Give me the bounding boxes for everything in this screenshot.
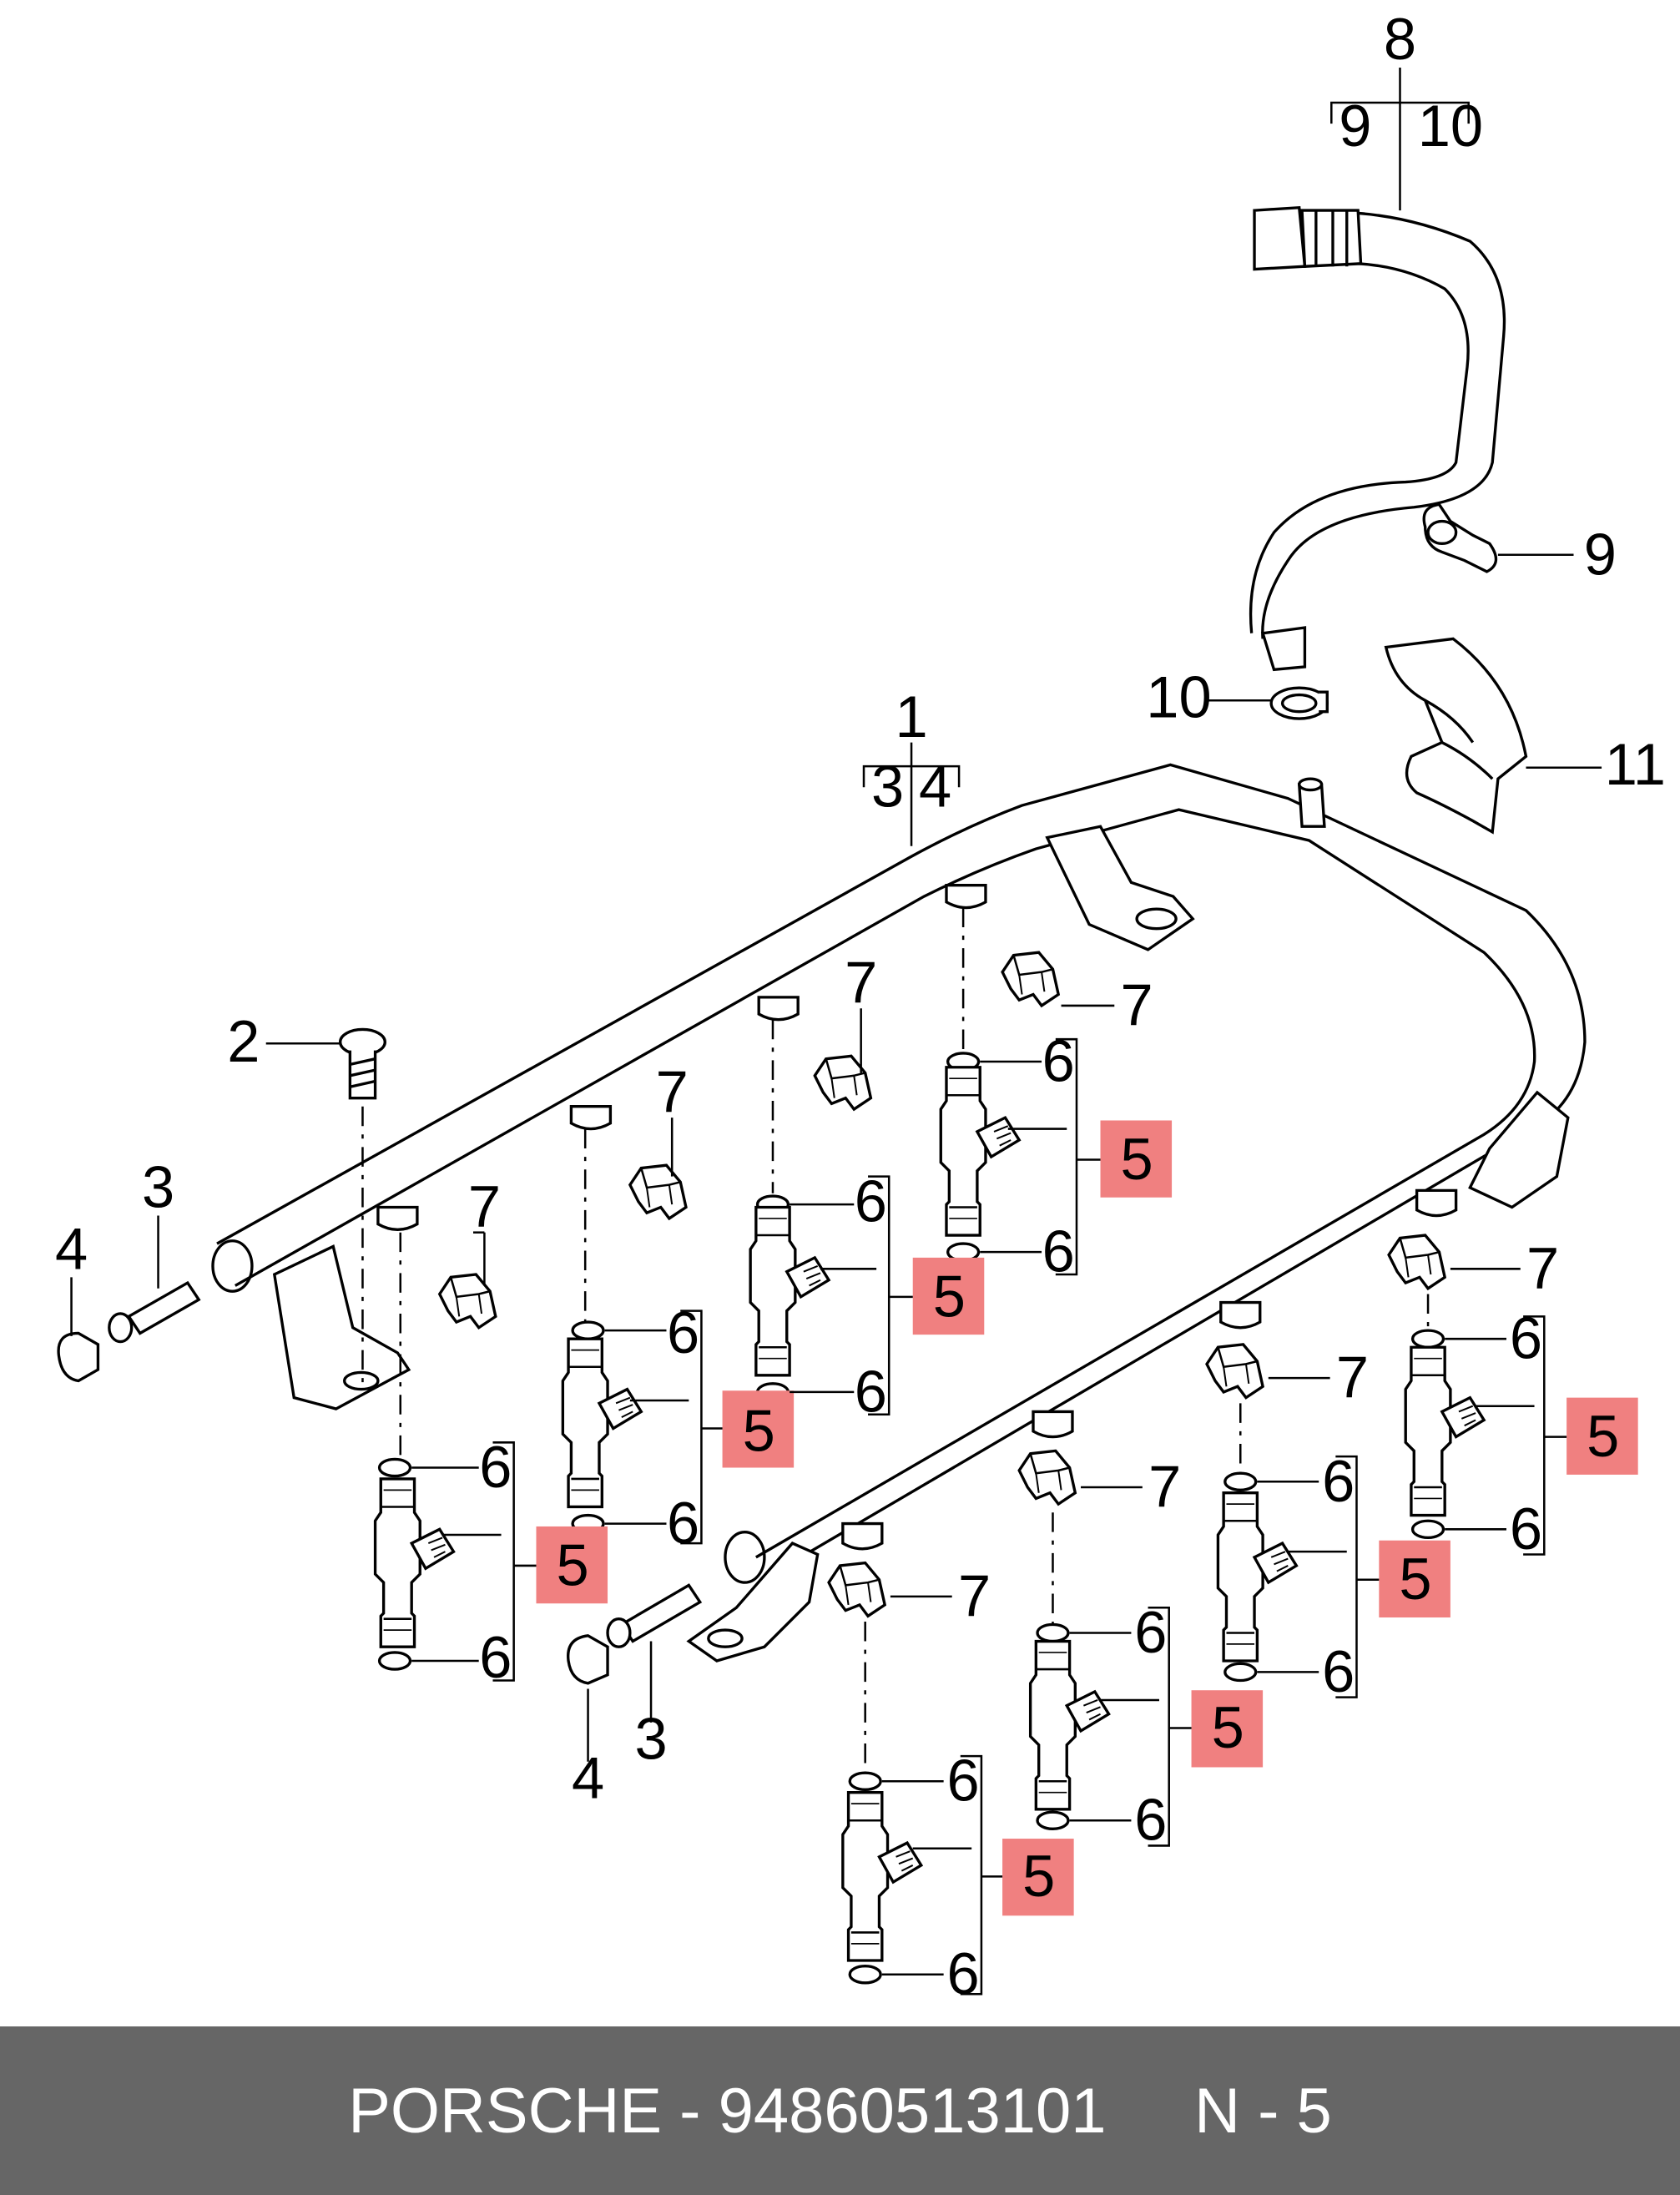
label-5: 5 xyxy=(1212,1694,1244,1760)
cap-right xyxy=(567,1634,609,1685)
label-5: 5 xyxy=(1121,1126,1153,1192)
label-6: 6 xyxy=(479,1624,512,1690)
label-6: 6 xyxy=(1134,1787,1167,1853)
label-6: 6 xyxy=(479,1434,512,1500)
test-valve-left xyxy=(108,1280,201,1344)
label-8: 8 xyxy=(1384,6,1416,72)
label-5: 5 xyxy=(1587,1403,1619,1469)
label-6: 6 xyxy=(947,1940,980,2006)
label-7: 7 xyxy=(1336,1345,1369,1410)
label-3-top: 3 xyxy=(871,754,904,820)
hose-clip xyxy=(1422,502,1498,573)
label-6: 6 xyxy=(947,1748,980,1814)
label-7: 7 xyxy=(1526,1235,1559,1301)
label-6: 6 xyxy=(667,1490,699,1556)
injector-group-2 xyxy=(561,1128,688,1534)
label-4-top: 4 xyxy=(919,754,951,820)
injector-group-6 xyxy=(1205,1343,1299,1683)
label-7: 7 xyxy=(958,1562,991,1628)
label-5: 5 xyxy=(1022,1843,1055,1909)
injector-group-7 xyxy=(1017,1449,1111,1830)
label-6: 6 xyxy=(1510,1496,1542,1562)
fuel-rail-rear xyxy=(211,763,1587,1584)
label-6: 6 xyxy=(1510,1305,1542,1371)
label-6: 6 xyxy=(1134,1599,1167,1665)
label-6: 6 xyxy=(1042,1028,1075,1094)
label-4-right: 4 xyxy=(572,1744,604,1810)
hose-clamp xyxy=(1269,686,1329,720)
injector-group-1 xyxy=(373,1232,497,1671)
rail-brackets xyxy=(272,825,1570,1663)
label-6: 6 xyxy=(855,1358,887,1424)
label-10: 10 xyxy=(1146,664,1211,729)
label-7: 7 xyxy=(1148,1453,1181,1519)
injector-group-8 xyxy=(827,1561,923,1985)
label-7: 7 xyxy=(1121,971,1153,1037)
footer-bar: PORSCHE - 94860513101 N - 5 xyxy=(0,2026,1680,2195)
label-3-left: 3 xyxy=(142,1153,174,1219)
footer-part-number: PORSCHE - 94860513101 xyxy=(348,2075,1107,2147)
footer-page: N - 5 xyxy=(1194,2075,1332,2147)
rail-sockets xyxy=(376,883,1458,1551)
label-5: 5 xyxy=(743,1397,775,1463)
label-9: 9 xyxy=(1584,521,1617,587)
label-6: 6 xyxy=(667,1299,699,1365)
label-2: 2 xyxy=(227,1008,260,1074)
label-11: 11 xyxy=(1605,731,1666,797)
injector-group-4 xyxy=(939,907,1060,1262)
label-3-right: 3 xyxy=(634,1705,667,1771)
leader-lines xyxy=(70,68,1602,1996)
label-7: 7 xyxy=(656,1058,689,1124)
label-4-left: 4 xyxy=(55,1215,88,1281)
parts-diagram: 8 9 10 9 10 11 1 3 4 2 3 4 3 4 7 6 5 6 7… xyxy=(55,6,1666,2006)
label-9-top: 9 xyxy=(1339,93,1371,159)
label-6: 6 xyxy=(1322,1638,1355,1704)
label-6: 6 xyxy=(1042,1219,1075,1284)
label-6: 6 xyxy=(855,1168,887,1234)
fuel-hose xyxy=(1249,205,1506,672)
label-6: 6 xyxy=(1322,1448,1355,1514)
callout-labels: 8 9 10 9 10 11 1 3 4 2 3 4 3 4 7 6 5 6 7… xyxy=(55,6,1666,2006)
test-valve-right xyxy=(606,1583,703,1648)
label-7: 7 xyxy=(468,1173,501,1239)
label-1: 1 xyxy=(895,684,927,749)
rail-fitting xyxy=(1297,777,1326,828)
label-5: 5 xyxy=(557,1531,589,1597)
footer-spacer xyxy=(1107,2075,1195,2147)
cap-left xyxy=(57,1331,100,1383)
label-7: 7 xyxy=(845,950,877,1016)
label-10-top: 10 xyxy=(1418,93,1483,159)
highlight-boxes xyxy=(536,1120,1638,1916)
injector-group-3 xyxy=(749,1019,873,1402)
injector-group-5 xyxy=(1387,1234,1486,1540)
screw xyxy=(338,1027,386,1100)
heat-shield xyxy=(1384,637,1528,835)
label-5: 5 xyxy=(1399,1546,1431,1612)
label-5: 5 xyxy=(933,1263,966,1329)
